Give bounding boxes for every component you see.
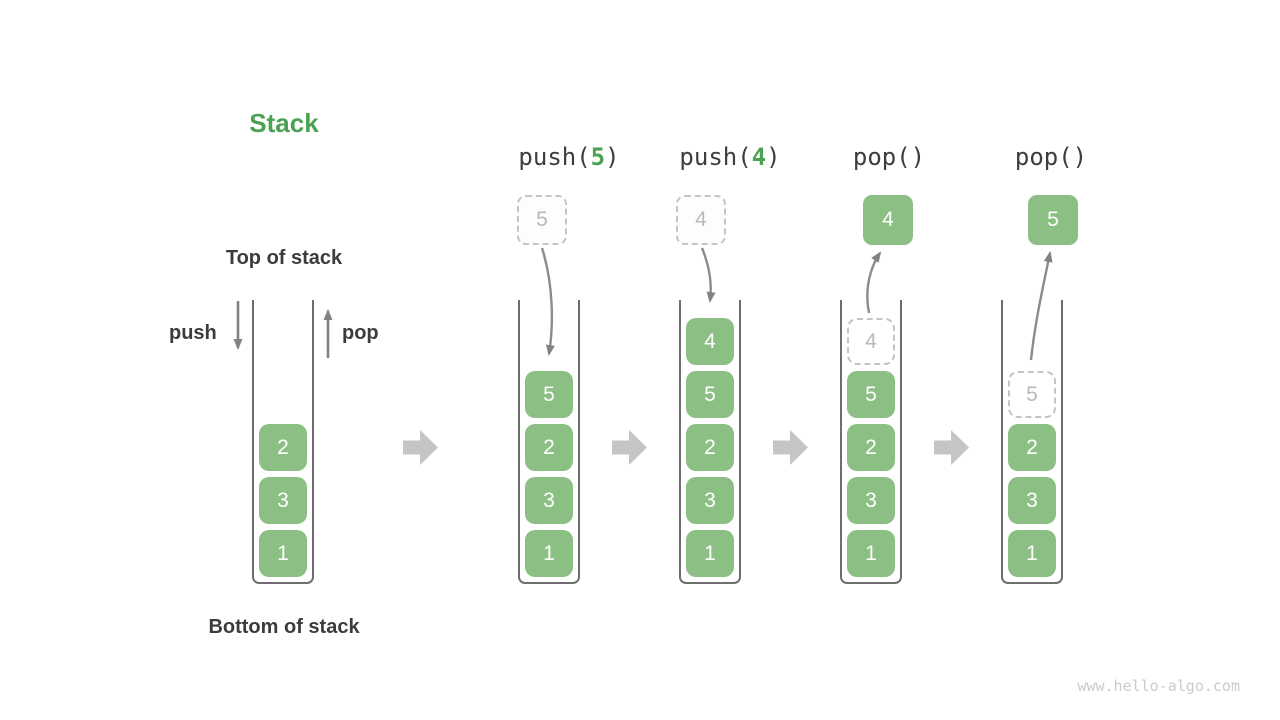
stack-cell: 2	[259, 424, 307, 471]
stack-cell: 4	[686, 318, 734, 365]
operation-label: push(5)	[459, 143, 679, 171]
stack-cell: 2	[847, 424, 895, 471]
operation-text: push(	[518, 143, 591, 171]
stack-cell: 3	[847, 477, 895, 524]
stack-cell: 2	[525, 424, 573, 471]
stack-cell: 3	[259, 477, 307, 524]
stack-cell: 1	[525, 530, 573, 577]
operation-text: )	[766, 143, 781, 171]
stack-cell: 2	[686, 424, 734, 471]
operation-label: push(4)	[620, 143, 840, 171]
operation-text: )	[605, 143, 620, 171]
operation-text: pop()	[852, 143, 926, 171]
stack-cell: 1	[847, 530, 895, 577]
pushed-value-box: 4	[676, 195, 726, 245]
operation-label: pop()	[779, 143, 999, 171]
stack-cell: 2	[1008, 424, 1056, 471]
watermark: www.hello-algo.com	[1077, 677, 1240, 695]
stack-cell-ghost: 4	[847, 318, 895, 365]
stack-cell: 3	[525, 477, 573, 524]
stack-cell: 1	[686, 530, 734, 577]
pushed-value-box: 5	[517, 195, 567, 245]
stage-arrow-icon	[773, 430, 808, 465]
bottom-of-stack-label: Bottom of stack	[208, 616, 360, 638]
operation-text: pop()	[1014, 143, 1088, 171]
push-flow-arrow-icon	[700, 247, 716, 303]
stack-cell: 5	[525, 371, 573, 418]
stage-arrow-icon	[934, 430, 969, 465]
operation-text: push(	[679, 143, 752, 171]
stage-arrow-icon	[612, 430, 647, 465]
stack-cell: 1	[1008, 530, 1056, 577]
pop-label: pop	[342, 322, 379, 344]
top-of-stack-label: Top of stack	[225, 247, 343, 269]
popped-value-box: 4	[863, 195, 913, 245]
push-label: push	[169, 322, 217, 344]
stack-cell: 5	[847, 371, 895, 418]
operation-label: pop()	[941, 143, 1161, 171]
stack-cell: 3	[686, 477, 734, 524]
diagram-title: Stack	[249, 108, 319, 138]
popped-value-box: 5	[1028, 195, 1078, 245]
stack-cell: 3	[1008, 477, 1056, 524]
operation-arg: 4	[751, 143, 767, 171]
stack-cell: 1	[259, 530, 307, 577]
operation-arg: 5	[590, 143, 606, 171]
stack-cell: 5	[686, 371, 734, 418]
stack-cell-ghost: 5	[1008, 371, 1056, 418]
stage-arrow-icon	[403, 430, 438, 465]
